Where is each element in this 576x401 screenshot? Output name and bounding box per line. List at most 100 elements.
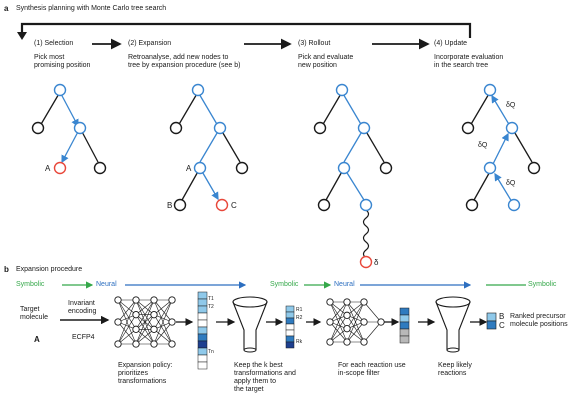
network-edge	[117, 329, 137, 345]
network-node	[150, 325, 158, 333]
transformation-cell	[197, 340, 208, 349]
network-node	[114, 296, 122, 304]
network-edge	[329, 301, 348, 329]
tree-rollout	[313, 83, 393, 269]
result-cell	[285, 341, 295, 349]
update-dq-label-3: δQ	[506, 180, 516, 187]
rollout-delta-label: δ	[374, 258, 379, 267]
result-label-last: Rk	[296, 339, 303, 345]
target-label-line1: Target	[20, 306, 40, 313]
policy-caption-line2: prioritizes	[118, 370, 148, 377]
network-edge	[117, 321, 137, 345]
transformation-cell	[197, 326, 208, 335]
network-node	[377, 318, 385, 326]
keep-reactions-line2: reactions	[438, 370, 467, 377]
panel-a-title: Synthesis planning with Monte Carlo tree…	[16, 5, 167, 12]
tree-update	[461, 83, 541, 212]
ranked-results-column	[285, 305, 295, 349]
network-edge	[153, 329, 173, 345]
step-1-desc-line1: Pick most	[34, 54, 65, 61]
stage-label-symbolic-3: Symbolic	[528, 281, 557, 288]
network-edge	[153, 321, 173, 345]
network-node	[150, 311, 158, 319]
legend-text-line2: molecule positions	[510, 321, 568, 328]
panel-b-letter: b	[4, 265, 9, 274]
legend-label-c: C	[499, 321, 505, 330]
tree2-node-a-label: A	[186, 164, 192, 173]
step-4-desc-line2: in the search tree	[434, 62, 489, 69]
step-2-heading: (2) Expansion	[128, 40, 172, 47]
filter-caption-line1: For each reaction use	[338, 362, 406, 369]
keep-caption-line4: the target	[234, 386, 264, 393]
cycle-arrow	[17, 22, 472, 40]
network-edge	[329, 301, 348, 343]
transformation-cell	[197, 347, 208, 356]
network-node	[343, 298, 351, 306]
result-cell	[285, 311, 295, 319]
network-edge	[329, 321, 348, 343]
network-edge	[363, 321, 382, 343]
network-edge	[346, 321, 365, 343]
network-edge	[153, 299, 173, 330]
filter-output-column	[399, 307, 410, 344]
panel-b-title: Expansion procedure	[16, 266, 83, 273]
encoding-label-line1: Invariant	[68, 300, 95, 307]
target-label-line2: molecule	[20, 314, 49, 321]
network-node	[360, 338, 368, 346]
network-node	[132, 311, 140, 319]
update-dq-label-2: δQ	[478, 142, 488, 149]
network-edge	[153, 299, 173, 323]
tree2-node-c-label: C	[231, 201, 237, 210]
stage-label-symbolic-1: Symbolic	[16, 281, 45, 288]
encoding-label-line2: encoding	[68, 308, 97, 315]
network-node	[343, 311, 351, 319]
filter-network-icon	[326, 298, 385, 346]
network-node	[326, 298, 334, 306]
step-2-desc-line1: Retroanalyse, add new nodes to	[128, 54, 229, 61]
keep-caption-line2: transformations and	[234, 370, 296, 377]
legend-swatch-b	[486, 312, 497, 322]
legend-swatch-c	[486, 320, 497, 330]
tree-selection	[31, 83, 107, 175]
network-node	[360, 298, 368, 306]
network-node	[114, 318, 122, 326]
network-edge	[346, 301, 365, 329]
result-cell	[285, 329, 295, 337]
transformation-cell	[197, 305, 208, 314]
result-label-first: R1	[296, 307, 303, 313]
transformation-cell	[197, 298, 208, 307]
keep-caption-line3: apply them to	[234, 378, 277, 385]
step-4-heading: (4) Update	[434, 40, 468, 47]
network-edge	[346, 301, 365, 343]
transform-label-second: T2	[208, 304, 214, 310]
keep-caption-line1: Keep the k best	[234, 362, 283, 369]
network-node	[150, 296, 158, 304]
network-edge	[135, 314, 155, 345]
network-edge	[329, 301, 348, 323]
network-node	[168, 340, 176, 348]
network-edge	[153, 314, 173, 345]
policy-caption-line1: Expansion policy:	[118, 362, 173, 369]
transformation-cell	[197, 312, 208, 321]
step-3-heading: (3) Rollout	[298, 40, 331, 47]
network-edge	[135, 329, 155, 345]
transform-label-last: Tn	[208, 349, 214, 355]
network-node	[343, 338, 351, 346]
filter-cell	[399, 321, 410, 330]
legend-text-line1: Ranked precursor	[510, 313, 566, 320]
stage-label-neural-2: Neural	[334, 281, 355, 288]
network-edge	[135, 299, 155, 330]
network-node	[326, 338, 334, 346]
transformation-cell	[197, 354, 208, 363]
step-2-desc-line2: tree by expansion procedure (see b)	[128, 62, 241, 69]
network-node	[168, 296, 176, 304]
transformation-cell	[197, 291, 208, 300]
step-3-desc-line2: new position	[298, 62, 337, 69]
transformation-cell	[197, 333, 208, 342]
legend-label-b: B	[499, 312, 505, 321]
network-edge	[117, 299, 137, 323]
tree1-node-a-label: A	[45, 164, 51, 173]
network-node	[114, 340, 122, 348]
step-3-desc-line1: Pick and evaluate	[298, 54, 354, 61]
result-cell	[285, 335, 295, 343]
